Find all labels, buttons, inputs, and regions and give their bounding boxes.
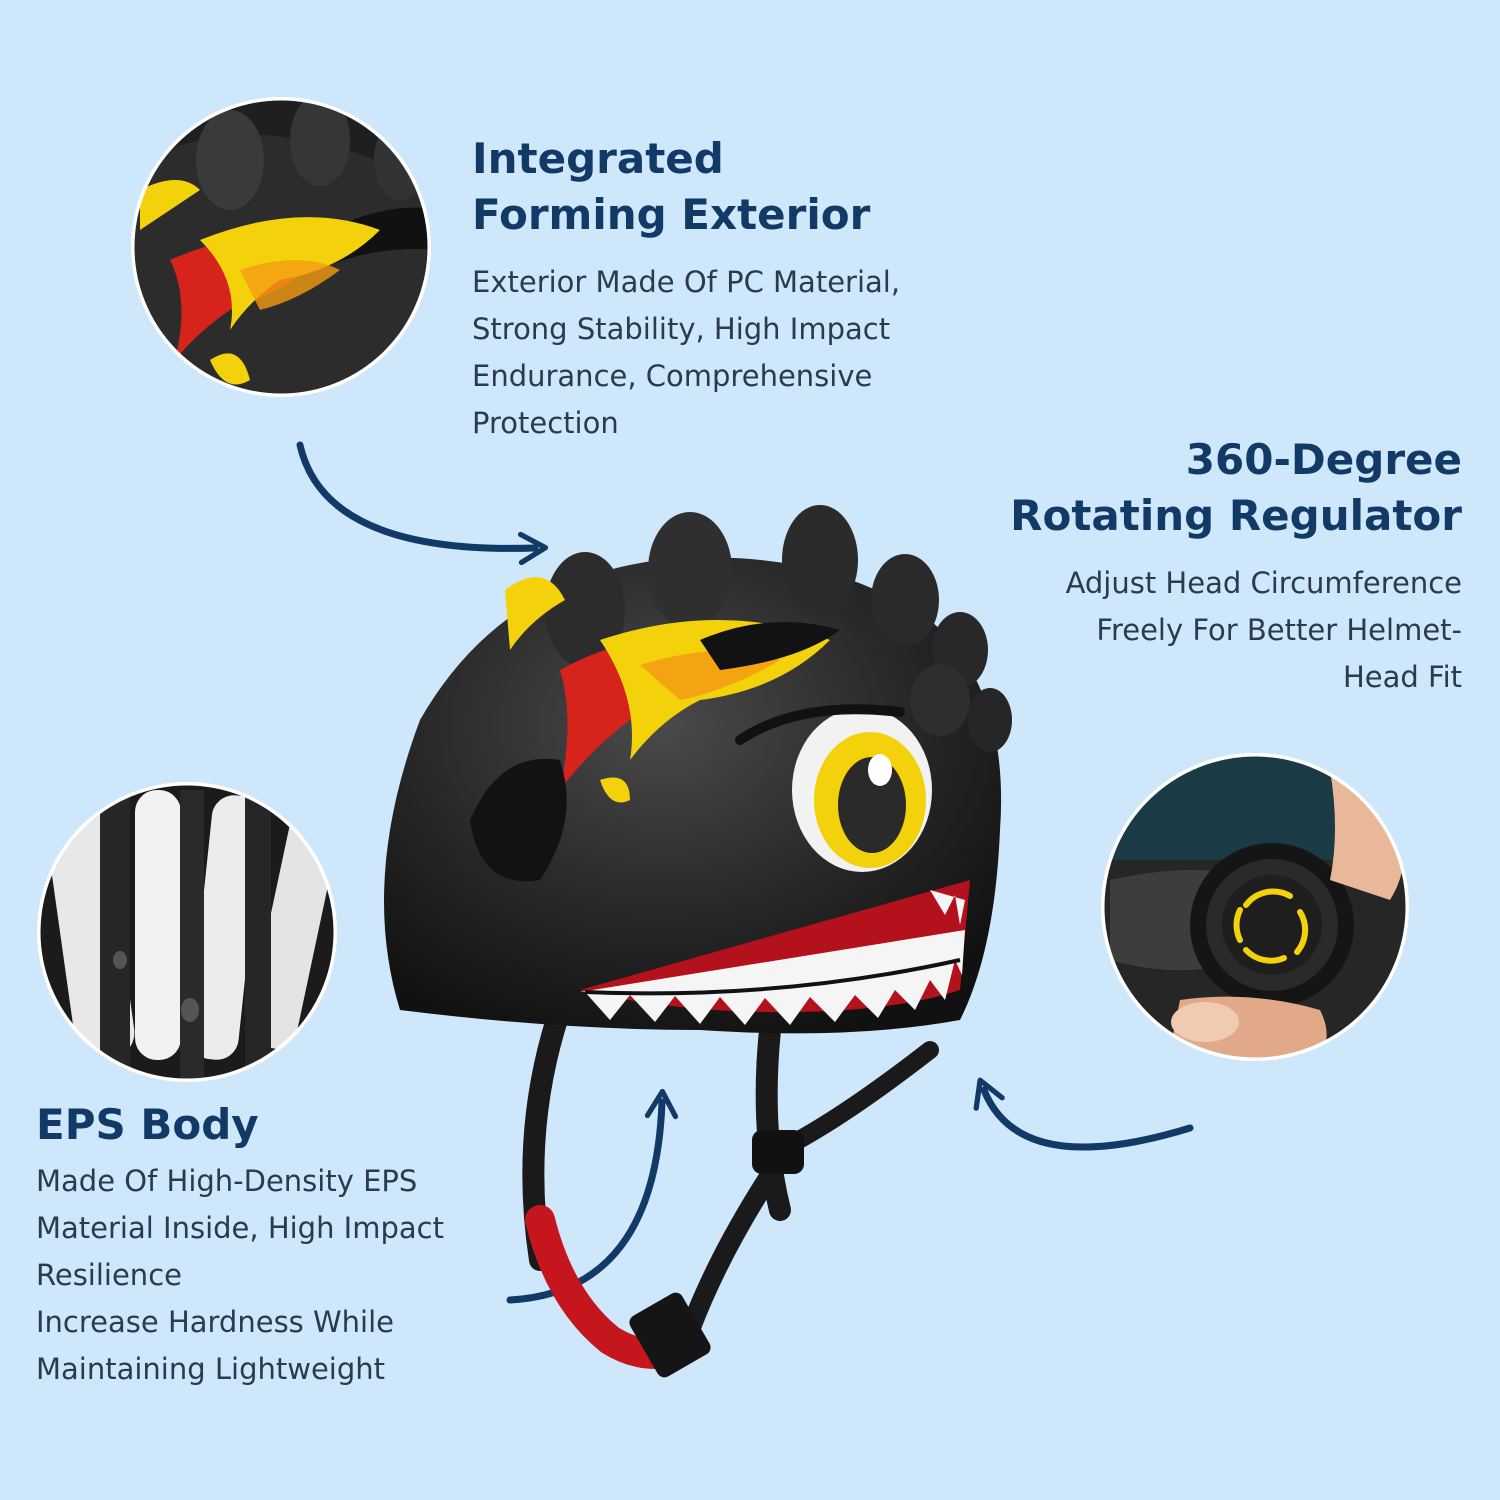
curved-arrow-icon <box>296 441 549 566</box>
vent-hole <box>700 622 840 670</box>
spike-shape <box>648 512 732 628</box>
spike-shape <box>871 554 939 646</box>
feature-title-eps-body: EPS Body <box>36 1097 259 1153</box>
feature-title-integrated-exterior: Integrated Forming Exterior <box>472 131 870 243</box>
vent-hole <box>470 758 567 882</box>
desc-line: Resilience <box>36 1258 182 1292</box>
spike-shape <box>196 110 264 210</box>
teeth <box>580 930 965 1025</box>
title-line: Integrated <box>472 134 724 183</box>
buckle <box>629 1292 711 1378</box>
desc-line: Made Of High-Density EPS <box>36 1164 418 1198</box>
title-line: Rotating Regulator <box>1010 491 1462 540</box>
desc-line: Adjust Head Circumference <box>1065 566 1462 600</box>
flame-shape <box>505 577 565 650</box>
flame-shape <box>140 180 200 230</box>
feature-desc-integrated-exterior: Exterior Made Of PC Material, Strong Sta… <box>472 259 900 447</box>
exterior-detail-circle <box>131 97 431 397</box>
curved-arrow-icon <box>506 1088 679 1304</box>
desc-line: Maintaining Lightweight <box>36 1352 386 1386</box>
feature-title-rotating-regulator: 360-Degree Rotating Regulator <box>1010 432 1462 544</box>
desc-line: Protection <box>472 406 619 440</box>
regulator-detail-circle <box>1101 753 1409 1061</box>
title-line: EPS Body <box>36 1100 259 1149</box>
dinosaur-helmet-icon <box>384 505 1012 1378</box>
finger-shape <box>1330 768 1406 900</box>
desc-line: Exterior Made Of PC Material, <box>472 265 901 299</box>
desc-line: Endurance, Comprehensive <box>472 359 873 393</box>
strap-adjuster <box>752 1130 804 1174</box>
eye-pupil <box>838 757 906 853</box>
title-line: Forming Exterior <box>472 190 871 239</box>
desc-line: Head Fit <box>1342 660 1462 694</box>
desc-line: Strong Stability, High Impact <box>472 312 891 346</box>
curved-arrow-icon <box>973 1077 1194 1151</box>
title-line: 360-Degree <box>1185 435 1462 484</box>
eyebrow <box>735 704 905 745</box>
spike-shape <box>782 505 858 615</box>
feature-desc-rotating-regulator: Adjust Head Circumference Freely For Bet… <box>1066 560 1462 701</box>
eps-detail-circle <box>37 782 337 1082</box>
desc-line: Material Inside, High Impact <box>36 1211 444 1245</box>
feature-desc-eps-body: Made Of High-Density EPS Material Inside… <box>36 1158 444 1393</box>
spike-shape <box>968 688 1012 752</box>
spike-shape <box>290 99 350 186</box>
desc-line: Freely For Better Helmet- <box>1096 613 1462 647</box>
desc-line: Increase Hardness While <box>36 1305 395 1339</box>
